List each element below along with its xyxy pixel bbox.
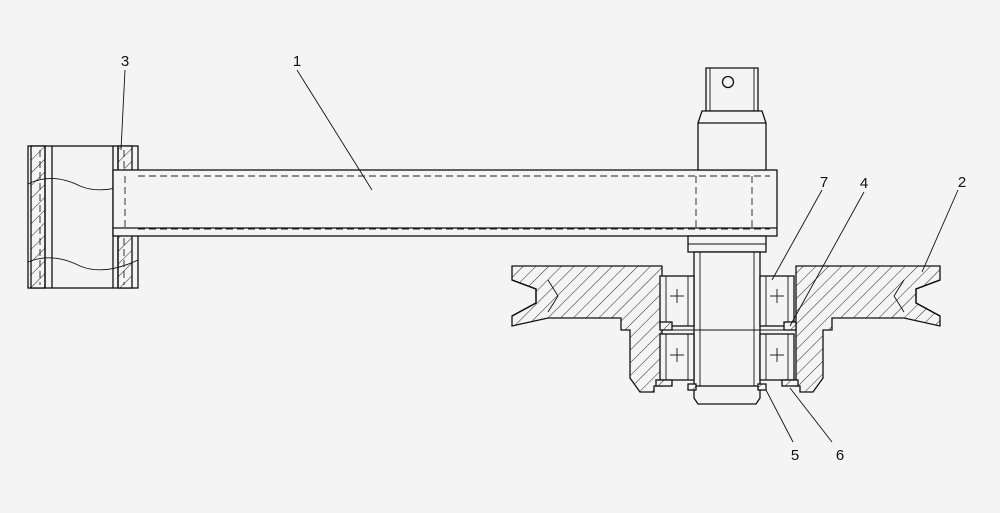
arm-part <box>112 169 778 237</box>
leader-lines <box>120 69 959 443</box>
callout-4: 4 <box>860 175 868 192</box>
callout-5: 5 <box>791 447 799 464</box>
leader-washer <box>789 387 833 443</box>
bearing-upper-left <box>659 275 695 327</box>
callout-3: 3 <box>121 53 129 70</box>
bearing-upper-right <box>759 275 795 327</box>
leader-spacer <box>789 191 865 327</box>
leader-retaining-ring <box>765 389 794 443</box>
pin-hole-icon <box>721 75 735 89</box>
bearing-lower-left <box>659 333 695 381</box>
callout-6: 6 <box>836 447 844 464</box>
callout-7: 7 <box>820 174 828 191</box>
leader-sleeve <box>120 69 126 151</box>
callout-1: 1 <box>293 53 301 70</box>
washer-part <box>655 379 799 387</box>
leader-arm <box>296 69 373 191</box>
leader-bearing <box>771 189 823 281</box>
callout-2: 2 <box>958 174 966 191</box>
shaft-part <box>687 67 767 405</box>
leader-pulley <box>921 189 959 273</box>
bearing-lower-right <box>759 333 795 381</box>
retaining-ring-part <box>687 383 767 391</box>
